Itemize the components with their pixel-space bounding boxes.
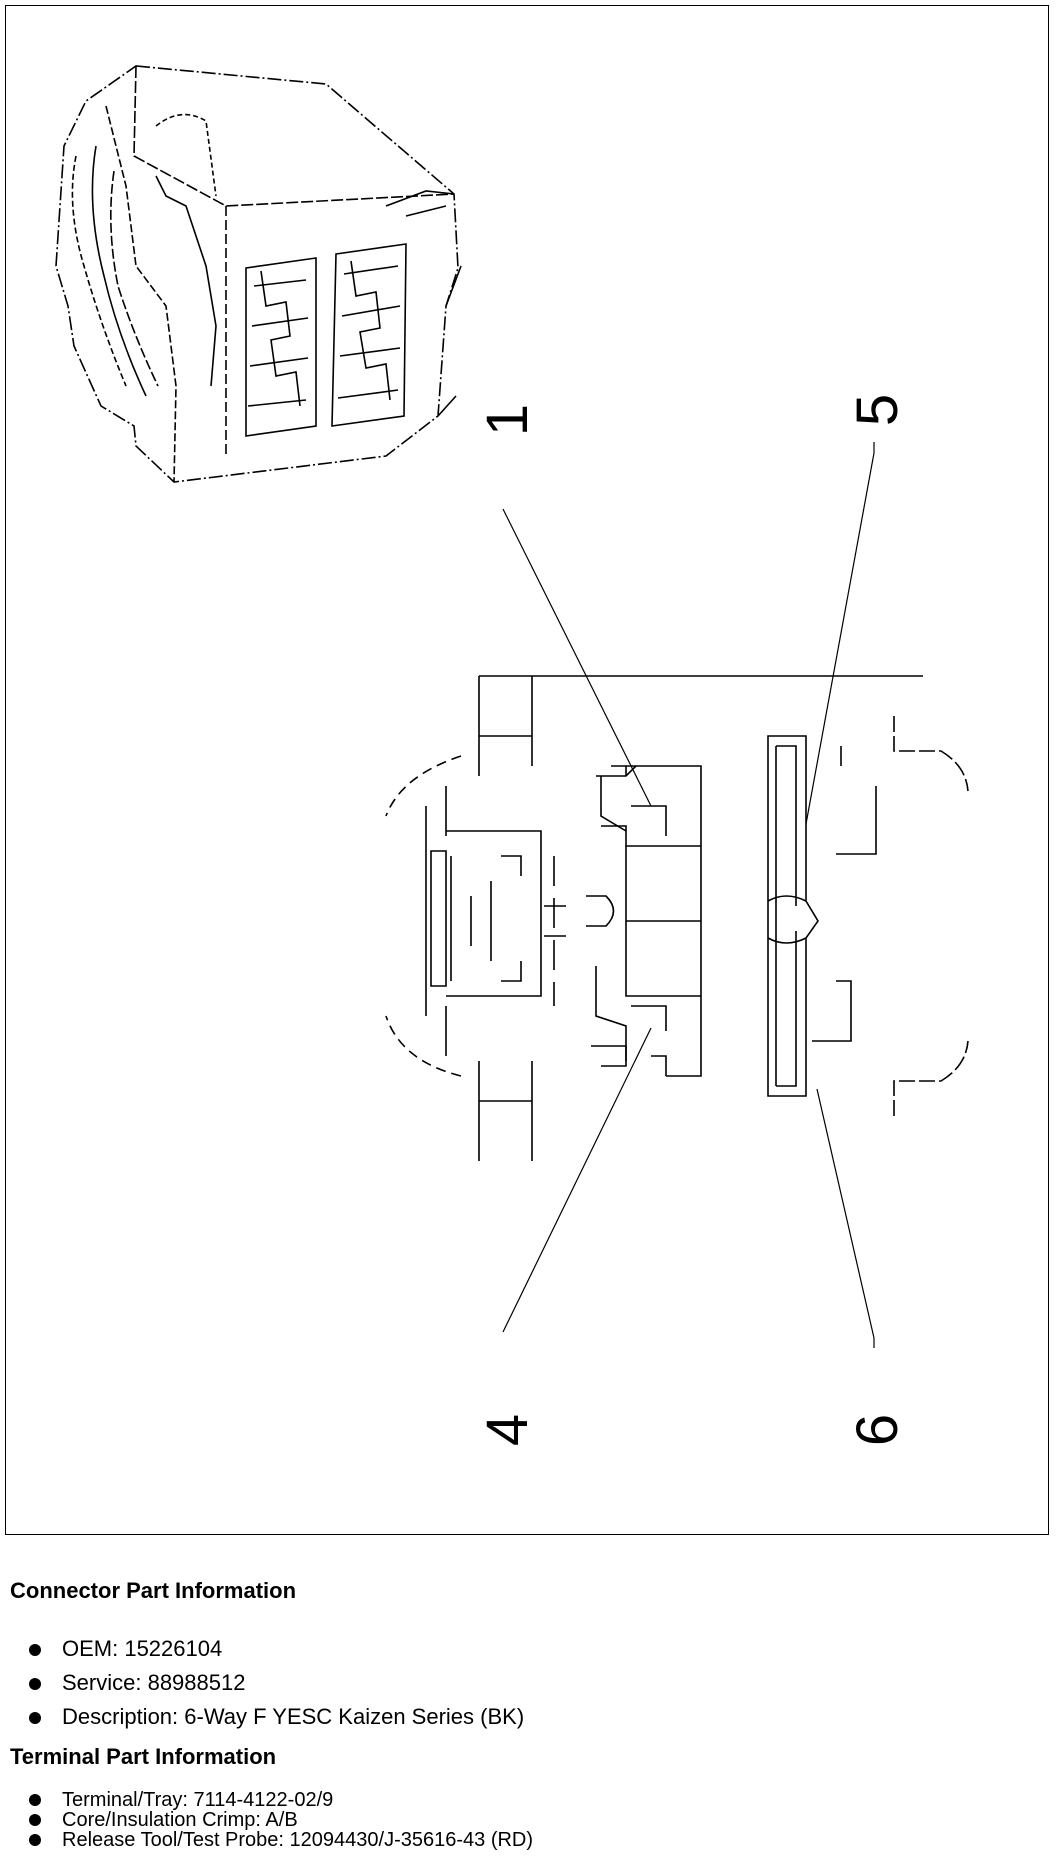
list-item: Release Tool/Test Probe: 12094430/J-3561… xyxy=(0,1830,533,1850)
connector-face-view xyxy=(385,675,969,1161)
connector-drawing xyxy=(55,65,969,1348)
callout-6: 6 xyxy=(845,1413,910,1447)
connector-info-list: OEM: 15226104 Service: 88988512 Descript… xyxy=(0,1632,524,1734)
list-item: Core/Insulation Crimp: A/B xyxy=(0,1810,533,1830)
callout-1: 1 xyxy=(475,403,540,437)
terminal-info-heading: Terminal Part Information xyxy=(10,1744,277,1769)
list-item: Description: 6-Way F YESC Kaizen Series … xyxy=(0,1700,524,1734)
connector-info-heading: Connector Part Information xyxy=(10,1578,297,1603)
list-item: Terminal/Tray: 7114-4122-02/9 xyxy=(0,1790,533,1810)
list-item: Service: 88988512 xyxy=(0,1666,524,1700)
leader-lines xyxy=(502,442,875,1348)
list-item: OEM: 15226104 xyxy=(0,1632,524,1666)
connector-isometric-view xyxy=(55,65,462,483)
connector-diagram: 1 5 4 6 xyxy=(5,5,1049,1535)
callout-5: 5 xyxy=(845,393,910,427)
callout-4: 4 xyxy=(475,1413,540,1447)
